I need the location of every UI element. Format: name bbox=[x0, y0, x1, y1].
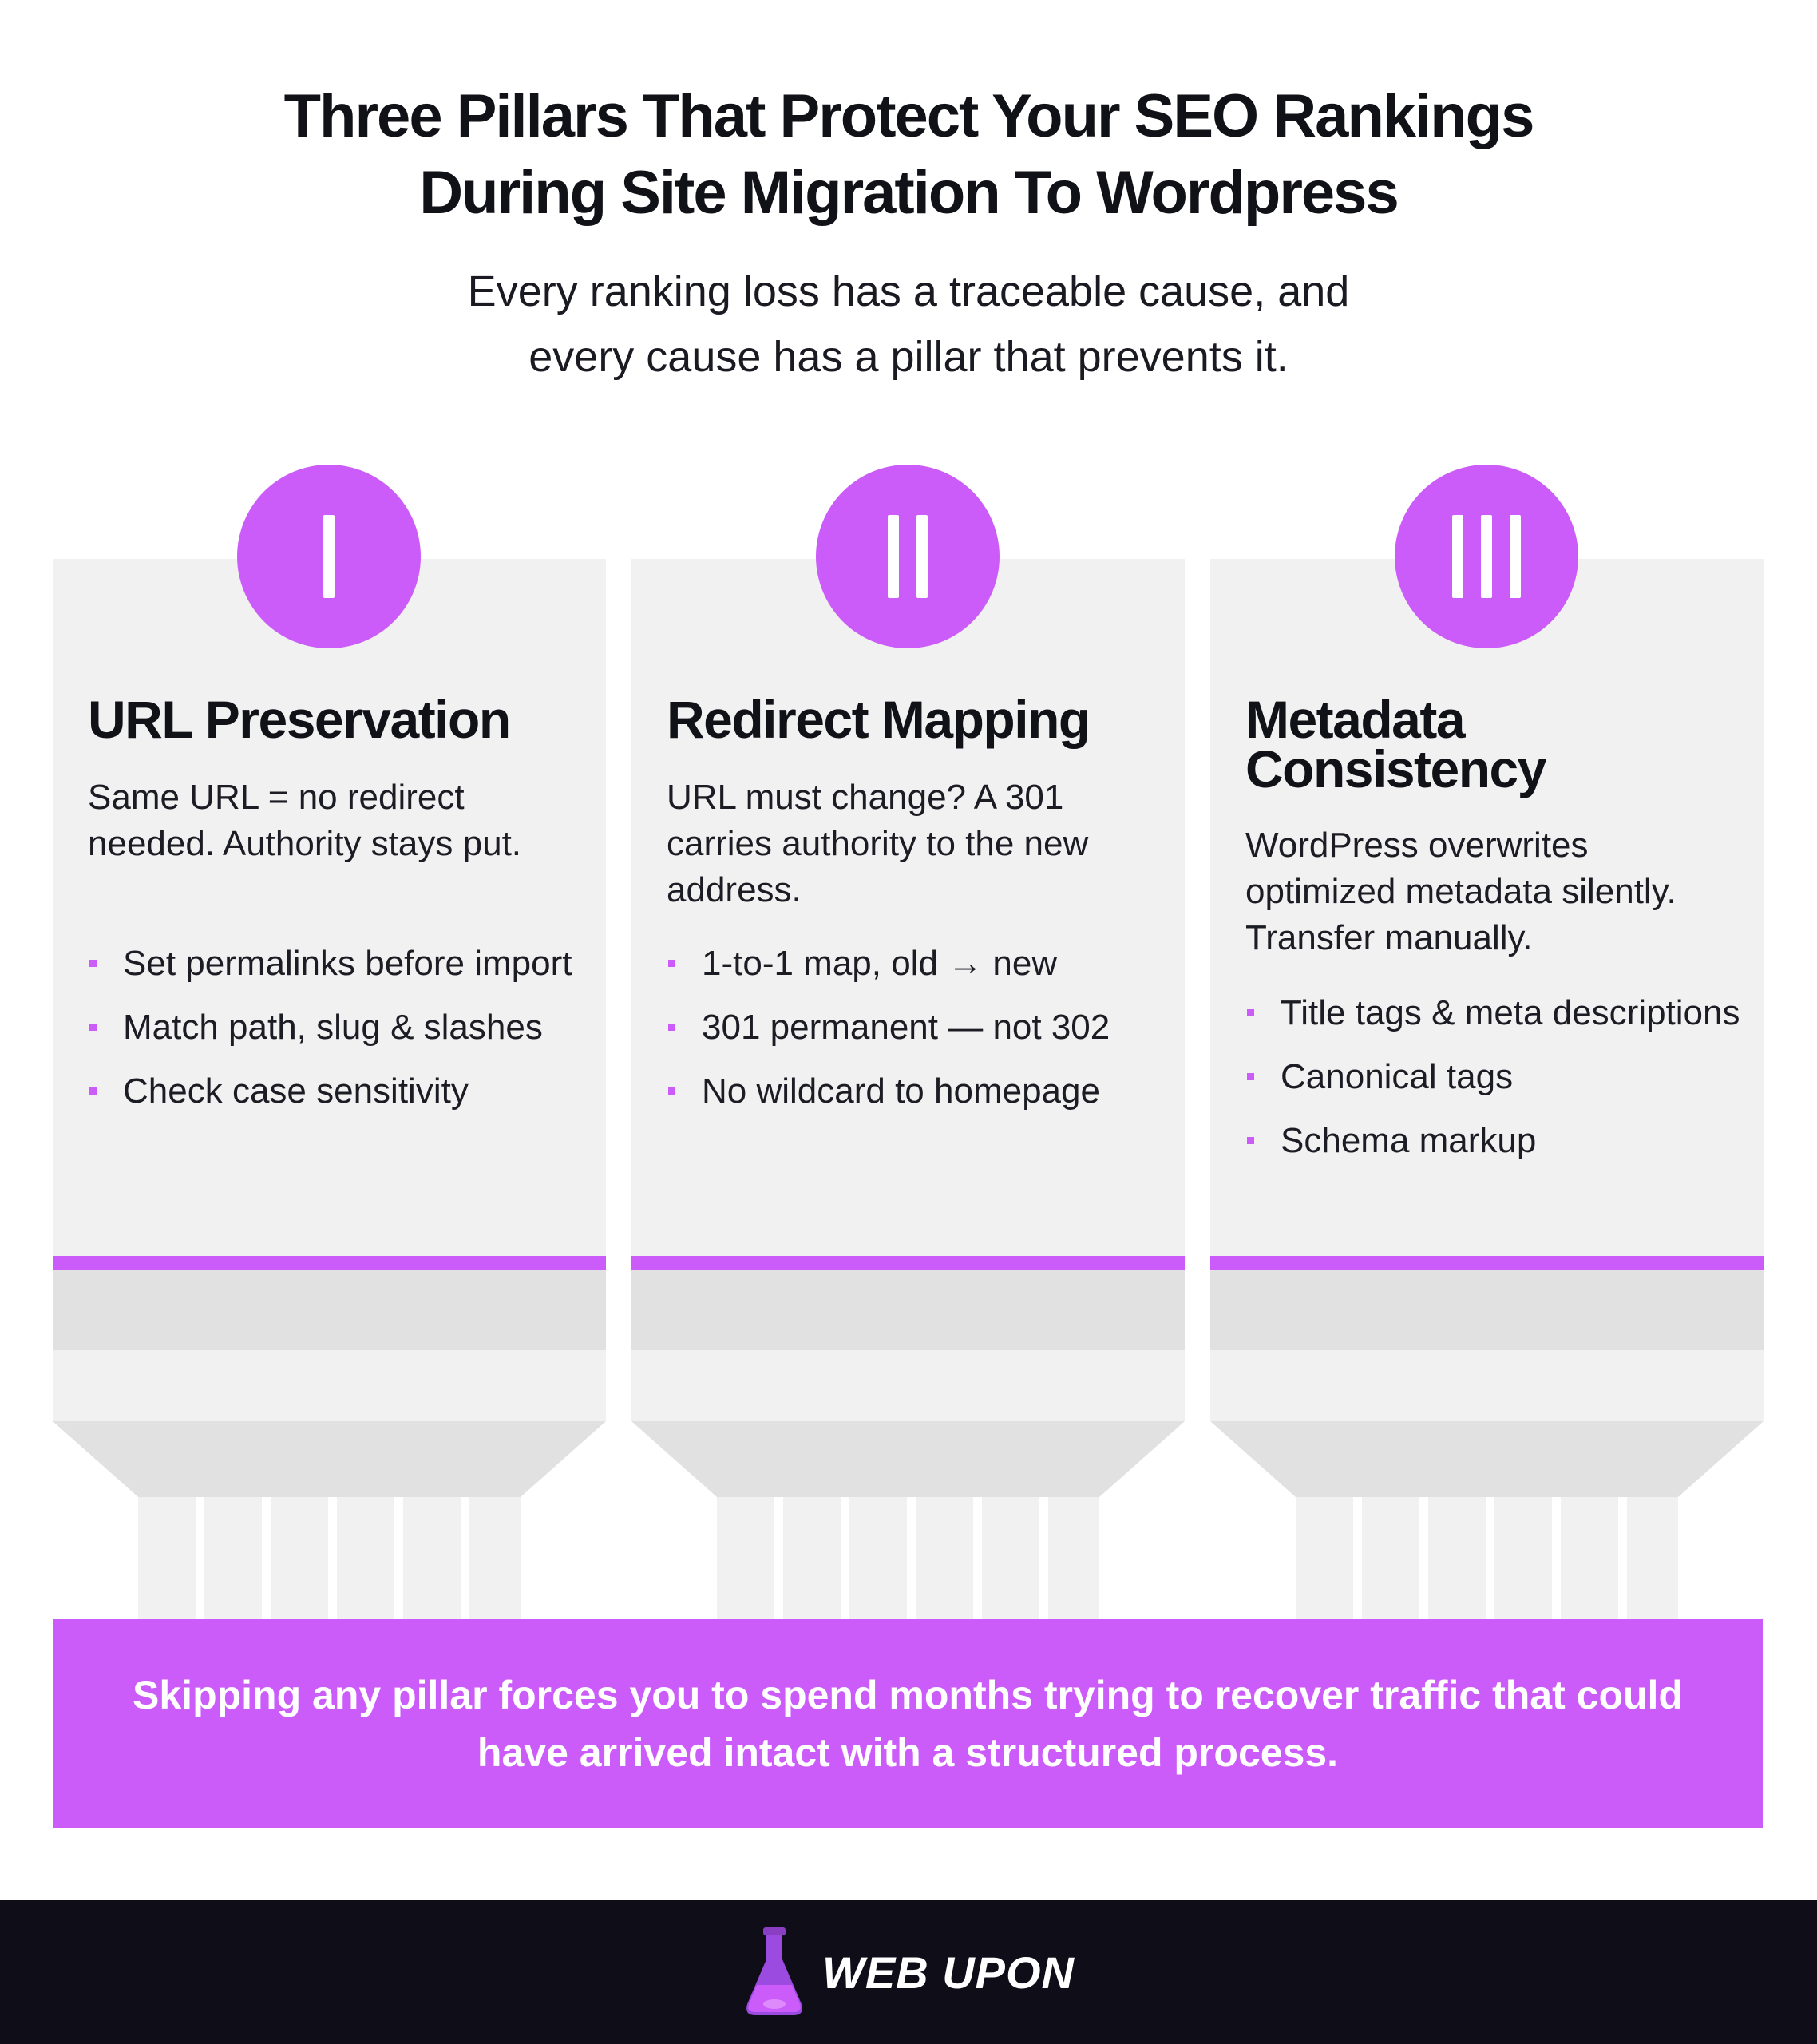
bullet-icon bbox=[1247, 1009, 1254, 1016]
pillar-shaft bbox=[982, 1497, 1039, 1621]
pillar-shaft bbox=[1627, 1497, 1678, 1621]
pillar-shaft bbox=[783, 1497, 841, 1621]
pillar-shaft bbox=[204, 1497, 262, 1621]
roman-numeral-bar bbox=[1481, 515, 1492, 598]
page-title-line-1: Three Pillars That Protect Your SEO Rank… bbox=[283, 82, 1535, 150]
pillar-band bbox=[53, 1270, 606, 1350]
pillar-band bbox=[631, 1270, 1185, 1350]
list-item-text: No wildcard to homepage bbox=[702, 1072, 1100, 1111]
list-item-text: 301 permanent — not 302 bbox=[702, 1008, 1110, 1047]
pillar-cap bbox=[1210, 559, 1764, 1262]
pillar-description: Same URL = no redirect needed. Authority… bbox=[88, 778, 522, 863]
list-item: 301 permanent — not 302 bbox=[667, 1006, 1162, 1048]
page-title-line-2: During Site Migration To Wordpress bbox=[419, 159, 1399, 227]
list-item: Set permalinks before import bbox=[88, 942, 583, 984]
pillar-shaft bbox=[138, 1497, 196, 1621]
pillar-accent-stripe bbox=[1210, 1256, 1764, 1270]
pillar-title: Redirect Mapping bbox=[667, 690, 1091, 749]
pillar-shaft bbox=[1494, 1497, 1552, 1621]
pillar-shaft bbox=[469, 1497, 521, 1621]
pillar-taper bbox=[631, 1421, 1185, 1497]
list-item-text: Set permalinks before import bbox=[123, 944, 572, 983]
roman-numeral-bar bbox=[916, 515, 928, 598]
list-item: Title tags & meta descriptions bbox=[1245, 992, 1740, 1034]
page-subtitle: Every ranking loss has a traceable cause… bbox=[0, 259, 1817, 390]
bullet-icon bbox=[89, 1024, 97, 1031]
pillar-title: Metadata Consistency bbox=[1245, 690, 1546, 798]
flask-logo-icon bbox=[746, 1927, 802, 2015]
bullet-icon bbox=[668, 1087, 675, 1095]
list-item: No wildcard to homepage bbox=[667, 1070, 1162, 1112]
pillar-shaft bbox=[1296, 1497, 1353, 1621]
list-item-text: Match path, slug & slashes bbox=[123, 1008, 543, 1047]
pillar-shaft bbox=[1561, 1497, 1618, 1621]
pillar-numeral-badge-3 bbox=[1395, 465, 1578, 648]
pillar-checklist: Set permalinks before import Match path,… bbox=[88, 942, 583, 1134]
summary-banner: Skipping any pillar forces you to spend … bbox=[53, 1619, 1763, 1828]
pillar-taper bbox=[53, 1421, 606, 1497]
pillar-title: URL Preservation bbox=[88, 690, 511, 749]
pillar-lower-block bbox=[1210, 1350, 1764, 1421]
pillar-shaft bbox=[1048, 1497, 1099, 1621]
list-item-text: Title tags & meta descriptions bbox=[1281, 993, 1740, 1032]
pillar-accent-stripe bbox=[53, 1256, 606, 1270]
pillar-card-2: Redirect Mapping URL must change? A 301 … bbox=[631, 465, 1185, 1621]
pillar-shaft bbox=[916, 1497, 973, 1621]
pillar-band bbox=[1210, 1270, 1764, 1350]
list-item: Canonical tags bbox=[1245, 1056, 1740, 1098]
pillar-accent-stripe bbox=[631, 1256, 1185, 1270]
pillar-shaft bbox=[1428, 1497, 1486, 1621]
pillar-lower-block bbox=[631, 1350, 1185, 1421]
page-subtitle-line-1: Every ranking loss has a traceable cause… bbox=[467, 267, 1350, 315]
pillar-shaft bbox=[403, 1497, 461, 1621]
list-item-text: Canonical tags bbox=[1281, 1057, 1514, 1096]
pillar-taper bbox=[1210, 1421, 1764, 1497]
pillar-shaft bbox=[337, 1497, 394, 1621]
pillar-checklist: Title tags & meta descriptions Canonical… bbox=[1245, 992, 1740, 1183]
pillar-description: WordPress overwrites optimized metadata … bbox=[1245, 826, 1676, 957]
list-item: 1-to-1 map, old → new bbox=[667, 942, 1162, 984]
page-title: Three Pillars That Protect Your SEO Rank… bbox=[0, 78, 1817, 232]
pillar-description: URL must change? A 301 carries authority… bbox=[667, 778, 1089, 909]
pillar-shaft bbox=[271, 1497, 328, 1621]
bullet-icon bbox=[1247, 1137, 1254, 1144]
list-item: Match path, slug & slashes bbox=[88, 1006, 583, 1048]
bullet-icon bbox=[89, 960, 97, 967]
pillar-lower-block bbox=[53, 1350, 606, 1421]
pillar-card-3: Metadata Consistency WordPress overwrite… bbox=[1210, 465, 1764, 1621]
pillar-numeral-badge-1 bbox=[237, 465, 421, 648]
pillar-cap bbox=[53, 559, 606, 1262]
brand-logo-text: WEB UPON bbox=[822, 1947, 1075, 1998]
roman-numeral-bar bbox=[1510, 515, 1521, 598]
pillar-card-1: URL Preservation Same URL = no redirect … bbox=[53, 465, 606, 1621]
list-item-text: 1-to-1 map, old → new bbox=[702, 944, 1058, 983]
roman-numeral-bar bbox=[323, 515, 335, 598]
summary-banner-text: Skipping any pillar forces you to spend … bbox=[133, 1673, 1683, 1775]
bullet-icon bbox=[668, 960, 675, 967]
pillar-shaft bbox=[1362, 1497, 1419, 1621]
pillar-numeral-badge-2 bbox=[816, 465, 1000, 648]
pillar-shaft bbox=[717, 1497, 774, 1621]
list-item-text: Schema markup bbox=[1281, 1121, 1537, 1160]
page-subtitle-line-2: every cause has a pillar that prevents i… bbox=[528, 333, 1289, 381]
list-item: Check case sensitivity bbox=[88, 1070, 583, 1112]
roman-numeral-bar bbox=[888, 515, 899, 598]
bullet-icon bbox=[89, 1087, 97, 1095]
pillar-cap bbox=[631, 559, 1185, 1262]
pillar-shaft bbox=[849, 1497, 907, 1621]
bullet-icon bbox=[668, 1024, 675, 1031]
bullet-icon bbox=[1247, 1073, 1254, 1080]
footer: WEB UPON bbox=[0, 1900, 1817, 2044]
list-item: Schema markup bbox=[1245, 1119, 1740, 1162]
pillar-checklist: 1-to-1 map, old → new 301 permanent — no… bbox=[667, 942, 1162, 1134]
roman-numeral-bar bbox=[1452, 515, 1463, 598]
list-item-text: Check case sensitivity bbox=[123, 1072, 469, 1111]
